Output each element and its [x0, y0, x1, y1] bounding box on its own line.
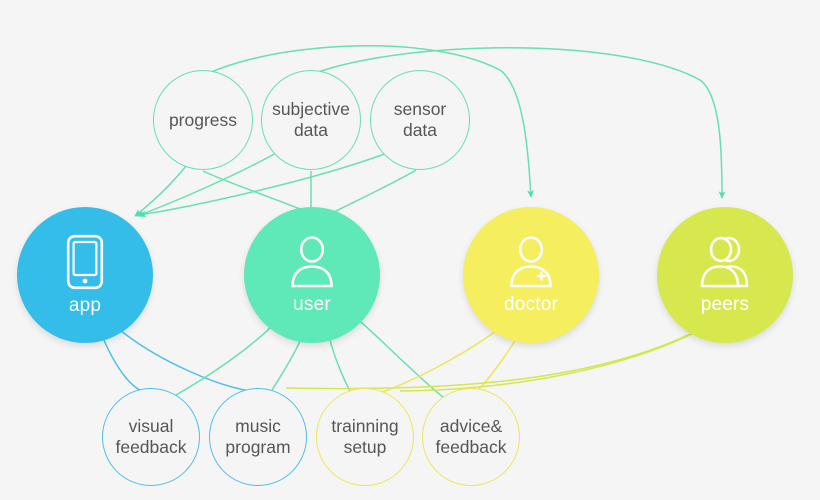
node-app[interactable]: app — [17, 207, 153, 343]
node-advice-feedback-label: advice& feedback — [435, 416, 507, 457]
node-user[interactable]: user — [244, 207, 380, 343]
edge-sensor-to-app — [138, 151, 391, 218]
node-user-label: user — [293, 294, 331, 315]
edge-user-to-progress — [202, 170, 301, 210]
edge-progress-to-doctor — [177, 45, 535, 198]
edge-peers-to-advice-feedback — [399, 329, 701, 392]
edge-app-to-visual-feedback — [102, 337, 147, 393]
edge-user-to-sensor — [329, 169, 417, 215]
smartphone-icon — [66, 234, 104, 295]
node-advice-feedback[interactable]: advice& feedback — [422, 388, 520, 486]
node-trainning-setup[interactable]: trainning setup — [316, 388, 414, 486]
edge-peers-sweep-left — [285, 333, 691, 390]
node-subjective-data[interactable]: subjective data — [261, 70, 361, 170]
node-app-label: app — [68, 295, 102, 316]
doctor-person-icon — [505, 235, 557, 294]
node-visual-feedback-label: visual feedback — [115, 416, 187, 457]
node-peers-label: peers — [700, 294, 750, 315]
node-trainning-setup-label: trainning setup — [331, 416, 399, 457]
node-progress[interactable]: progress — [153, 70, 253, 170]
people-group-icon — [697, 235, 753, 294]
node-doctor[interactable]: doctor — [463, 207, 599, 343]
edge-app-to-music-program — [119, 329, 251, 392]
node-visual-feedback[interactable]: visual feedback — [102, 388, 200, 486]
edge-trainning-setup-to-user — [326, 331, 351, 392]
node-subjective-data-label: subjective data — [272, 99, 350, 140]
node-sensor-data[interactable]: sensor data — [370, 70, 470, 170]
person-icon — [286, 235, 338, 294]
node-progress-label: progress — [168, 109, 238, 130]
edge-subjective-to-app — [136, 151, 279, 217]
edge-subjective-to-peers — [282, 47, 726, 199]
node-peers[interactable]: peers — [657, 207, 793, 343]
node-music-program[interactable]: music program — [209, 388, 307, 486]
node-doctor-label: doctor — [503, 294, 558, 315]
node-sensor-data-label: sensor data — [393, 99, 447, 140]
node-music-program-label: music program — [225, 416, 291, 457]
